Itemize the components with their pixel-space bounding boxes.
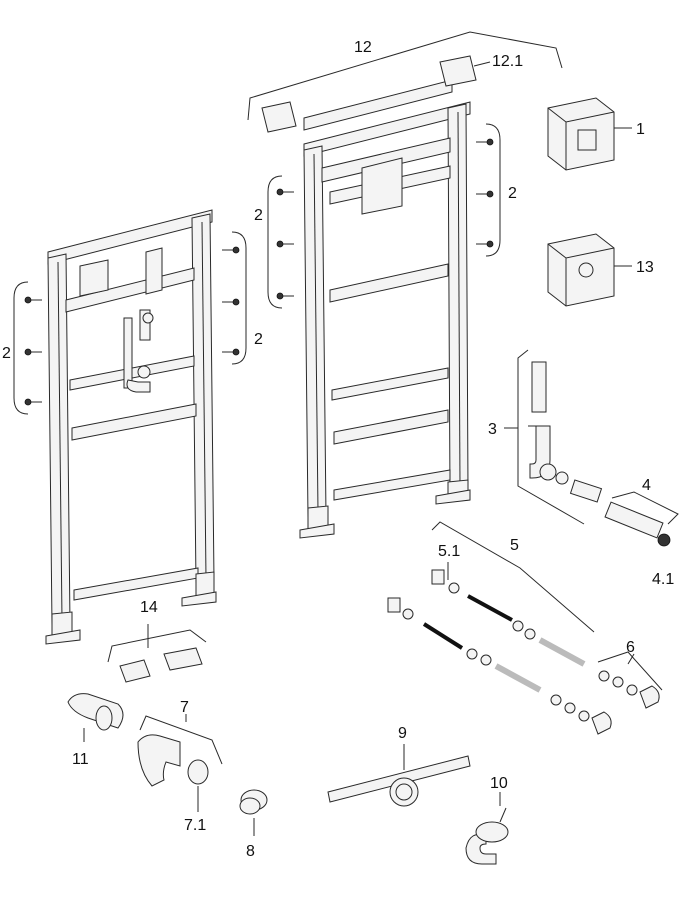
right-installation-frame: [299, 101, 471, 539]
callout-14: 14: [140, 599, 158, 616]
connection-sleeve-set: [604, 491, 679, 547]
mounting-clips: [107, 629, 207, 683]
callout-7-1: 7.1: [184, 817, 206, 834]
leader-lines: [83, 61, 635, 836]
threaded-rod-set: [387, 521, 663, 735]
callout-3: 3: [488, 421, 497, 438]
callout-6: 6: [626, 639, 635, 656]
elbow-fitting-set: [137, 715, 223, 787]
callout-10: 10: [490, 775, 508, 792]
callout-7: 7: [180, 699, 189, 716]
drain-pipe-set: [517, 349, 603, 525]
callout-2-right: 2: [508, 185, 517, 202]
connection-box: [547, 97, 632, 171]
callout-12-1: 12.1: [492, 53, 523, 70]
pipe-adapter: [67, 693, 124, 731]
urinal-siphon: [465, 807, 509, 865]
callout-4: 4: [642, 477, 651, 494]
callout-8: 8: [246, 843, 255, 860]
connection-box-alt: [547, 233, 632, 307]
callout-12: 12: [354, 39, 372, 56]
callout-4-1: 4.1: [652, 571, 674, 588]
callout-2-mid: 2: [254, 331, 263, 348]
callout-2-left: 2: [2, 345, 11, 362]
closing-cap: [239, 789, 268, 815]
callout-2-upper: 2: [254, 207, 263, 224]
callout-1: 1: [636, 121, 645, 138]
callout-labels: 1 2 2 2 2 3 4 4.1 5 5.1 6 7 7.1 8 9 10 1…: [2, 39, 674, 860]
mounting-bar: [327, 755, 471, 807]
callout-11: 11: [72, 751, 89, 768]
callout-5: 5: [510, 537, 519, 554]
callout-9: 9: [398, 725, 407, 742]
left-installation-frame: [45, 209, 217, 645]
fixing-screws-group: [13, 123, 501, 415]
callout-13: 13: [636, 259, 654, 276]
callout-5-1: 5.1: [438, 543, 460, 560]
top-rail-assembly: [247, 31, 563, 133]
